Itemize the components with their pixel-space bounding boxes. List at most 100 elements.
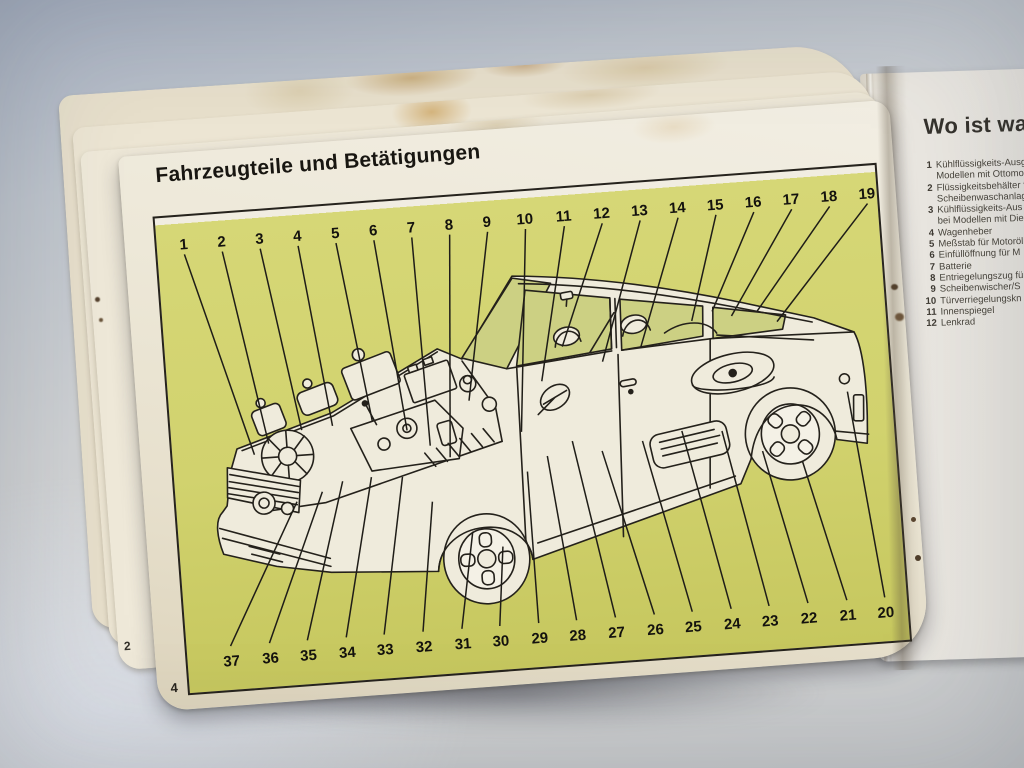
diagram-number-19: 19 xyxy=(858,185,876,203)
diagram-number-12: 12 xyxy=(593,205,611,223)
stain-speck xyxy=(915,555,921,561)
leader-line-20 xyxy=(846,391,886,598)
diagram-number-33: 33 xyxy=(376,641,394,659)
diagram-number-15: 15 xyxy=(706,196,724,214)
grille xyxy=(226,466,302,514)
diagram-number-36: 36 xyxy=(262,649,280,667)
leader-line-24 xyxy=(681,430,732,610)
leader-line-29 xyxy=(526,471,540,624)
diagram-number-25: 25 xyxy=(684,618,702,636)
car-line-art xyxy=(216,275,870,605)
leader-line-21 xyxy=(801,460,848,601)
battery xyxy=(403,355,458,404)
index-item-number: 1 xyxy=(926,159,933,171)
diagram-number-5: 5 xyxy=(330,225,340,243)
diagram-number-22: 22 xyxy=(800,609,818,627)
diagram-number-26: 26 xyxy=(647,621,665,639)
diagram-number-27: 27 xyxy=(608,624,626,642)
leader-line-26 xyxy=(601,450,656,615)
diagram-number-10: 10 xyxy=(516,210,534,228)
diagram-number-32: 32 xyxy=(415,638,433,656)
leader-line-7 xyxy=(411,237,431,446)
index-item-number: 7 xyxy=(929,261,936,273)
diagram-number-18: 18 xyxy=(820,188,838,206)
rear-wheel xyxy=(744,387,837,481)
spare-wheel xyxy=(690,351,775,395)
door-handle xyxy=(619,378,637,388)
leader-line-25 xyxy=(641,440,693,612)
diagram-number-16: 16 xyxy=(744,193,762,211)
leader-line-27 xyxy=(571,440,617,618)
index-item-number: 9 xyxy=(930,283,936,296)
diagram-number-29: 29 xyxy=(531,629,549,647)
diagram-number-4: 4 xyxy=(293,228,303,246)
diagram-number-9: 9 xyxy=(482,214,492,232)
index-item-text: Lenkrad xyxy=(940,316,976,329)
leader-line-11 xyxy=(541,226,566,382)
leader-line-33 xyxy=(383,476,404,635)
leader-line-23 xyxy=(721,430,770,607)
leader-line-15 xyxy=(690,214,717,322)
leader-line-13 xyxy=(601,220,641,362)
leader-line-10 xyxy=(520,228,527,432)
leader-line-16 xyxy=(711,211,755,312)
leader-line-30 xyxy=(499,546,504,627)
leader-line-3 xyxy=(259,248,303,431)
diagram-number-1: 1 xyxy=(179,236,189,254)
leader-line-37 xyxy=(229,501,298,647)
leader-line-17 xyxy=(730,208,793,317)
diagram-number-2: 2 xyxy=(217,233,227,251)
leader-line-22 xyxy=(761,450,809,604)
index-item-number: 8 xyxy=(929,272,936,284)
diagram-number-7: 7 xyxy=(406,219,416,237)
diagram-number-17: 17 xyxy=(782,191,800,209)
diagram-number-28: 28 xyxy=(569,627,587,645)
diagram-number-20: 20 xyxy=(877,604,895,622)
leader-line-12 xyxy=(561,223,603,347)
leader-line-2 xyxy=(221,251,270,444)
steering-wheel xyxy=(539,383,571,412)
jack-tray xyxy=(649,420,731,469)
diagram-number-23: 23 xyxy=(761,612,779,630)
diagram-number-30: 30 xyxy=(492,632,510,650)
leader-line-9 xyxy=(468,231,489,401)
diagram-number-8: 8 xyxy=(444,216,454,234)
diagram-number-35: 35 xyxy=(300,647,318,665)
index-item-number: 12 xyxy=(926,317,938,330)
index-item-number: 11 xyxy=(926,306,937,318)
car-diagram-svg: 1234567891011121314151617181937363534333… xyxy=(179,185,895,671)
fuel-cap xyxy=(838,372,851,385)
leader-line-19 xyxy=(776,203,869,323)
headlight xyxy=(252,491,276,515)
front-wheel xyxy=(442,512,531,605)
leader-line-36 xyxy=(268,491,324,644)
diagram-number-14: 14 xyxy=(668,199,687,217)
leader-line-6 xyxy=(373,240,408,431)
index-item-text: Innenspiegel xyxy=(940,304,995,318)
index-item-number: 3 xyxy=(927,204,934,217)
leader-line-4 xyxy=(297,245,334,426)
leader-line-35 xyxy=(306,481,344,641)
diagram-number-6: 6 xyxy=(368,222,378,240)
stain-speck xyxy=(911,517,916,522)
leader-line-34 xyxy=(345,476,373,638)
diagram-number-11: 11 xyxy=(555,208,572,226)
stain-speck xyxy=(95,297,100,302)
leader-line-8 xyxy=(448,234,451,458)
leader-line-32 xyxy=(422,501,434,632)
stain-speck xyxy=(99,318,103,322)
stain-speck xyxy=(891,284,898,290)
stain-speck xyxy=(895,313,904,321)
leader-lines xyxy=(183,203,886,647)
index-item-number: 5 xyxy=(928,238,935,250)
leader-line-1 xyxy=(183,254,256,455)
page-number-2: 2 xyxy=(123,638,132,654)
